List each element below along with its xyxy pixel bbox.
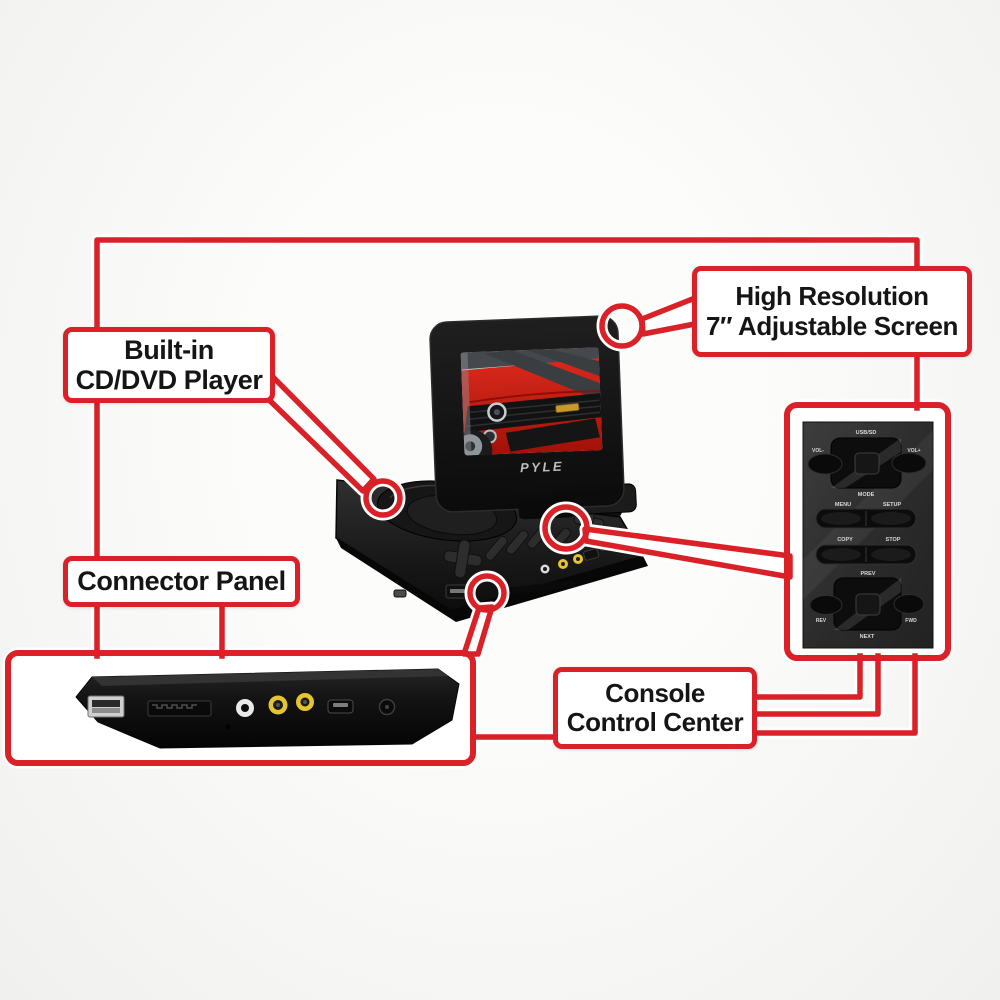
fwd-label: FWD: [905, 618, 917, 624]
rev-button: [809, 595, 843, 615]
vol-minus-button: [807, 453, 843, 475]
connector-panel-photo: [75, 668, 460, 749]
wedge-console: [582, 526, 793, 580]
connector-photo-frame: [5, 650, 476, 766]
circle-screen-marker: [599, 303, 645, 349]
circle-usb-marker: [467, 573, 507, 613]
circle-disc-marker: [363, 478, 403, 518]
screen-label-line1: High Resolution: [735, 281, 929, 312]
mode-label: MODE: [858, 492, 875, 498]
screen-photo: PYLE: [429, 315, 625, 520]
camaro-image: [460, 347, 603, 456]
bowtie-emblem: [555, 402, 580, 413]
vol-minus-label: VOL-: [812, 448, 824, 454]
setup-label: SETUP: [883, 502, 902, 508]
screen-label-line2: 7″ Adjustable Screen: [705, 310, 959, 341]
line-console-3: [754, 653, 918, 736]
console-label-line2: Control Center: [566, 707, 744, 737]
wedge-cd-dvd: [259, 371, 377, 494]
control-photo-frame: [784, 402, 951, 661]
control-panel-photo: USB/SD VOL- VOL+ MODE MENU SETUP COPY ST…: [802, 421, 934, 649]
rev-label: REV: [816, 618, 827, 624]
callout-box-screen: High Resolution 7″ Adjustable Screen: [692, 266, 972, 357]
connector-ports: [87, 693, 396, 730]
callout-box-console: Console Control Center: [553, 667, 757, 749]
deck-side-ports: [445, 543, 607, 599]
callout-lines: [94, 237, 920, 740]
cd-dvd-label-line2: CD/DVD Player: [75, 365, 263, 395]
line-console-2: [754, 653, 881, 717]
copy-label: COPY: [837, 537, 853, 543]
next-label: NEXT: [860, 634, 875, 640]
top-dpad-center-button: [854, 452, 880, 475]
line-top: [94, 237, 920, 333]
menu-label: MENU: [835, 502, 851, 508]
cd-dvd-label-line1: Built-in: [124, 334, 214, 365]
fwd-button: [893, 594, 925, 614]
usb-sd-label: USB/SD: [856, 430, 877, 436]
vol-plus-button: [891, 452, 927, 474]
callout-box-connector-panel: Connector Panel: [63, 556, 300, 607]
dvd-player-photo: PYLE: [335, 315, 648, 622]
callout-circles: [363, 303, 645, 613]
connector-panel-label: Connector Panel: [77, 566, 286, 597]
stop-label: STOP: [886, 537, 901, 543]
vol-plus-label: VOL+: [907, 448, 920, 454]
circle-console-marker: [542, 504, 590, 552]
lower-dpad-center-button: [855, 593, 881, 616]
pyle-logo: PYLE: [520, 459, 565, 476]
callout-box-cd-dvd: Built-in CD/DVD Player: [63, 327, 275, 403]
console-label-line1: Console: [605, 677, 705, 708]
line-console-1: [754, 653, 863, 700]
prev-label: PREV: [861, 571, 876, 577]
